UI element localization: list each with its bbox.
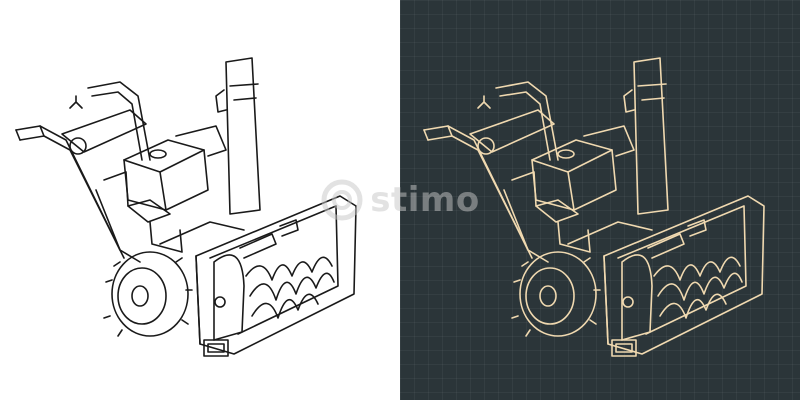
snow-blower-icon	[423, 57, 765, 357]
panel-dark-blueprint	[400, 0, 800, 400]
snow-blower-icon	[15, 57, 357, 357]
snow-blower-drawing-dark	[423, 57, 765, 357]
snow-blower-drawing-light	[15, 57, 357, 357]
panel-white-background	[15, 57, 357, 357]
